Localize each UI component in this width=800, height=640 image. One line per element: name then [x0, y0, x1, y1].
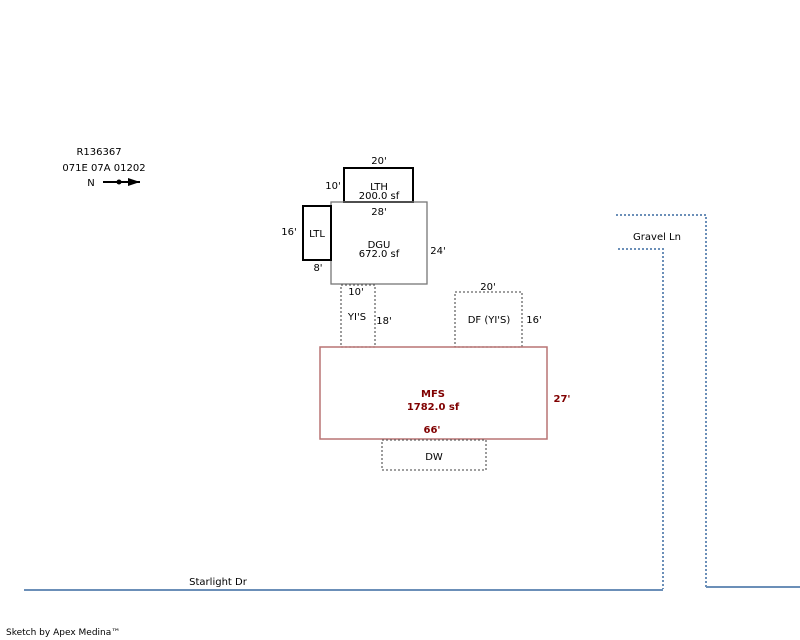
yis-code: YI'S [347, 312, 366, 323]
mfs-dim-bottom: 66' [424, 425, 441, 436]
dw-code: DW [425, 452, 443, 463]
mfs-dim-side: 27' [554, 394, 571, 405]
ltl-dim-side: 16' [281, 227, 296, 238]
mfs-code: MFS [421, 389, 445, 400]
df-dim-side: 16' [526, 315, 541, 326]
ltl-code: LTL [309, 229, 325, 240]
gravel-ln-label: Gravel Ln [633, 232, 681, 243]
starlight-dr-road [24, 586, 800, 591]
yis-dim-side: 18' [376, 316, 391, 327]
dw-outline[interactable] [381, 439, 487, 471]
ltl-dim-bottom: 8' [313, 263, 322, 274]
mfs-area: 1782.0 sf [407, 402, 460, 413]
parcel-id: R136367 [76, 147, 121, 158]
north-label: N [87, 178, 94, 189]
starlight-dr-label: Starlight Dr [189, 577, 248, 588]
north-arrow-icon [103, 178, 140, 186]
ltl-outline[interactable] [302, 205, 332, 261]
lth-dim-side: 10' [325, 181, 340, 192]
dgu-area: 672.0 sf [359, 249, 400, 260]
lth-dim-top: 20' [371, 156, 386, 167]
mfs-outline[interactable] [319, 346, 548, 440]
gravel-ln-road [616, 214, 707, 589]
dgu-dim-top: 28' [371, 207, 386, 218]
df-outline[interactable] [454, 291, 523, 348]
dgu-code: DGU [368, 240, 391, 251]
df-dim-top: 20' [480, 282, 495, 293]
dgu-dim-side: 24' [430, 246, 445, 257]
lth-code: LTH [370, 182, 388, 193]
sketch-credit: Sketch by Apex Medina™ [6, 628, 121, 638]
df-code: DF (YI'S) [468, 315, 511, 326]
lth-area: 200.0 sf [359, 191, 400, 202]
map-reference: 071E 07A 01202 [62, 163, 145, 174]
yis-dim-top: 10' [348, 287, 363, 298]
